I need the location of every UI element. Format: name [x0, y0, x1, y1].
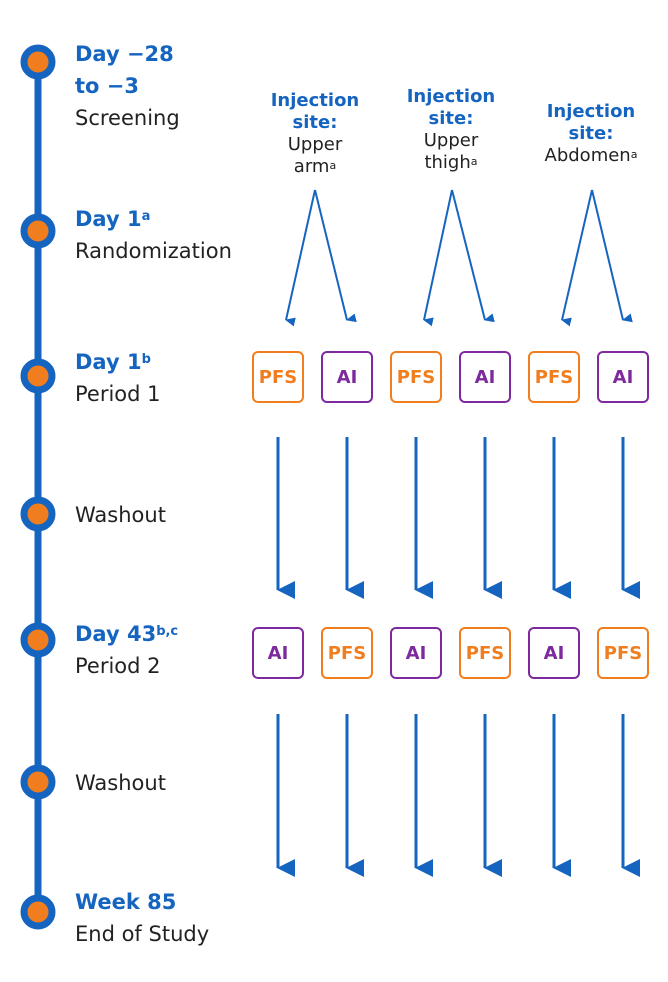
stage-description: Period 1: [75, 382, 161, 406]
stage-end-of-study: Week 85 End of Study: [75, 886, 209, 950]
timeline-node: [20, 213, 56, 249]
stage-screening: Day −28 to −3 Screening: [75, 38, 180, 134]
site-name: Upper: [287, 134, 343, 155]
timeline-node: [20, 622, 56, 658]
stage-randomization: Day 1a Randomization: [75, 203, 232, 267]
footnote-marker: b,c: [156, 624, 179, 639]
timeline-node: [20, 496, 56, 532]
stage-day: Day 1b: [75, 350, 151, 374]
timeline-node: [20, 894, 56, 930]
timeline-node: [20, 358, 56, 394]
ai-box: AI: [390, 627, 442, 679]
pfs-box: PFS: [390, 351, 442, 403]
timeline-node: [20, 764, 56, 800]
site-title: site:: [568, 123, 614, 144]
site-arrow: [591, 189, 633, 323]
stage-description: Period 2: [75, 654, 161, 678]
site-name: Upper: [423, 130, 479, 151]
stage-day: Day −28: [75, 42, 174, 66]
footnote-marker: a: [141, 209, 151, 224]
pfs-box: PFS: [252, 351, 304, 403]
stage-washout-2: Washout: [75, 767, 166, 799]
site-title: Injection: [546, 101, 636, 122]
footnote-marker: a: [630, 148, 638, 161]
ai-box: AI: [252, 627, 304, 679]
site-name: arma: [293, 156, 337, 177]
site-arrow: [561, 189, 593, 327]
footnote-marker: a: [329, 159, 337, 172]
site-title: Injection: [270, 90, 360, 111]
ai-box: AI: [528, 627, 580, 679]
injection-site-upper-arm: Injection site: Upper arma: [255, 90, 375, 178]
stage-period-1: Day 1b Period 1: [75, 346, 161, 410]
site-name: Abdomena: [544, 145, 638, 166]
injection-site-abdomen: Injection site: Abdomena: [526, 101, 656, 167]
pfs-box: PFS: [321, 627, 373, 679]
site-arrow: [314, 189, 357, 323]
pfs-box: PFS: [528, 351, 580, 403]
stage-period-2: Day 43b,c Period 2: [75, 618, 178, 682]
site-name: thigha: [424, 152, 478, 173]
site-title: site:: [428, 108, 474, 129]
pfs-box: PFS: [459, 627, 511, 679]
site-arrow: [451, 189, 495, 323]
footnote-marker: a: [470, 155, 478, 168]
stage-description: Washout: [75, 771, 166, 795]
site-arrow: [423, 189, 453, 327]
stage-day-continued: to −3: [75, 74, 139, 98]
site-title: Injection: [406, 86, 496, 107]
stage-description: Screening: [75, 106, 180, 130]
stage-day: Day 43b,c: [75, 622, 179, 646]
stage-description: Randomization: [75, 239, 232, 263]
site-arrow: [285, 189, 316, 327]
stage-description: Washout: [75, 503, 166, 527]
stage-day: Week 85: [75, 890, 177, 914]
stage-day: Day 1a: [75, 207, 151, 231]
site-title: site:: [292, 112, 338, 133]
footnote-marker: b: [141, 352, 151, 367]
stage-washout-1: Washout: [75, 499, 166, 531]
injection-site-upper-thigh: Injection site: Upper thigha: [391, 86, 511, 174]
stage-description: End of Study: [75, 922, 210, 946]
pfs-box: PFS: [597, 627, 649, 679]
ai-box: AI: [459, 351, 511, 403]
ai-box: AI: [597, 351, 649, 403]
timeline-node: [20, 44, 56, 80]
ai-box: AI: [321, 351, 373, 403]
